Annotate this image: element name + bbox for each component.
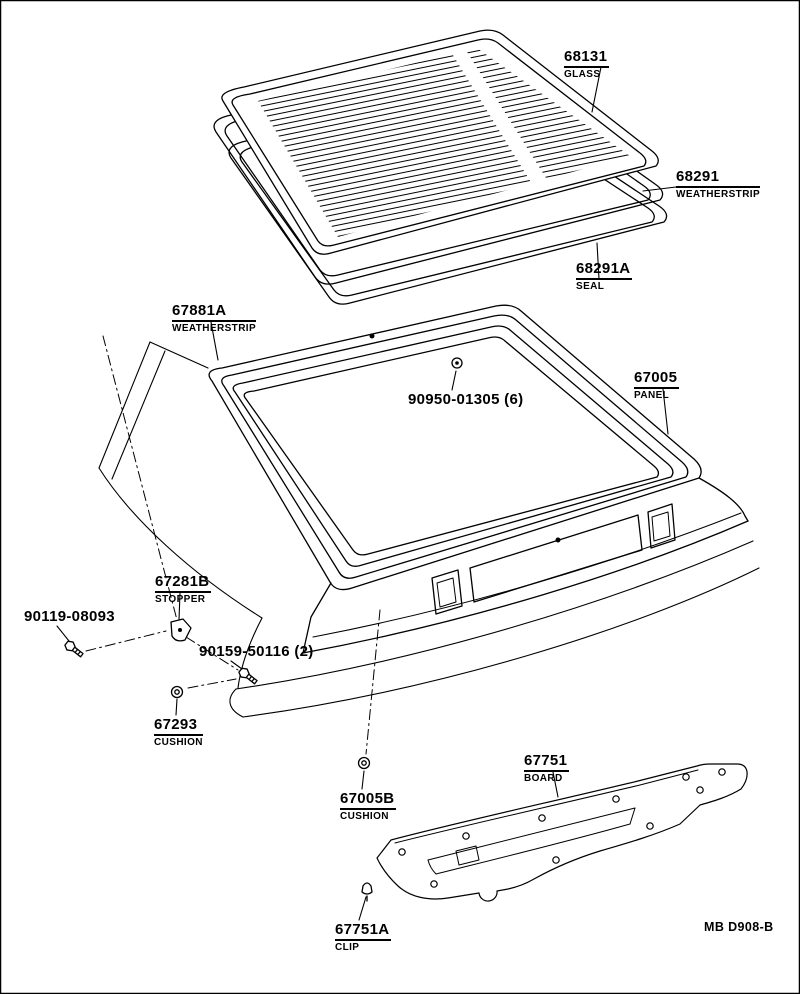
part-number: 68291A xyxy=(576,260,633,281)
part-number: 68131 xyxy=(564,48,610,69)
part-number: 67751A xyxy=(335,921,392,942)
part-label-glass: 68131 GLASS xyxy=(564,48,610,81)
back-door-frame-drawing xyxy=(208,304,702,591)
part-label-cushion-a: 67293 CUSHION xyxy=(154,716,203,749)
part-label-bolt: 90119-08093 xyxy=(24,608,117,626)
clip-drawing xyxy=(361,882,373,902)
part-number: 67281B xyxy=(155,573,212,594)
part-label-screw: 90159-50116 (2) xyxy=(199,643,316,661)
part-name: GLASS xyxy=(564,69,601,81)
part-number: 68291 xyxy=(676,168,761,189)
part-label-cushion-b: 67005B CUSHION xyxy=(340,790,397,823)
part-label-seal: 68291A SEAL xyxy=(576,260,633,293)
part-number: 67005B xyxy=(340,790,397,811)
leader-lines xyxy=(56,66,677,921)
panel-lower-drawing xyxy=(302,477,749,654)
part-number: 67751 xyxy=(524,752,570,773)
part-name: CLIP xyxy=(335,942,360,954)
bolt-drawing xyxy=(62,638,86,660)
part-label-weatherstrip-back-window: 68291 WEATHERSTRIP xyxy=(676,168,761,201)
part-name: BOARD xyxy=(524,773,563,785)
part-name: CUSHION xyxy=(154,737,203,749)
part-name: STOPPER xyxy=(155,594,206,606)
part-name: WEATHERSTRIP xyxy=(172,323,257,335)
part-number: 67293 xyxy=(154,716,203,737)
screw-drawing xyxy=(236,665,260,687)
defroster-lines xyxy=(258,48,630,237)
center-lines xyxy=(85,335,381,755)
part-label-clip: 67751A CLIP xyxy=(335,921,392,954)
part-label-screw-grommet: 90950-01305 (6) xyxy=(408,391,525,409)
board-drawing xyxy=(376,763,748,902)
cushion-a-drawing xyxy=(170,685,184,699)
cushion-b-drawing xyxy=(357,756,371,770)
part-name: CUSHION xyxy=(340,811,389,823)
part-label-board: 67751 BOARD xyxy=(524,752,570,785)
part-label-panel: 67005 PANEL xyxy=(634,369,680,402)
part-name: WEATHERSTRIP xyxy=(676,189,761,201)
doc-code: MB D908-B xyxy=(704,920,774,934)
stopper-drawing xyxy=(170,618,192,642)
part-number: 90159-50116 (2) xyxy=(199,643,314,660)
part-number: 90119-08093 xyxy=(24,608,115,625)
glass-drawing xyxy=(221,29,659,255)
part-number: 67005 xyxy=(634,369,680,390)
part-number: 67881A xyxy=(172,302,257,323)
part-name: SEAL xyxy=(576,281,605,293)
screw-grommet-drawing xyxy=(451,357,463,369)
part-label-stopper: 67281B STOPPER xyxy=(155,573,212,606)
part-name: PANEL xyxy=(634,390,670,402)
car-body-drawing xyxy=(98,341,760,718)
part-label-weatherstrip-back-door: 67881A WEATHERSTRIP xyxy=(172,302,257,335)
part-number: 90950-01305 (6) xyxy=(408,391,524,408)
